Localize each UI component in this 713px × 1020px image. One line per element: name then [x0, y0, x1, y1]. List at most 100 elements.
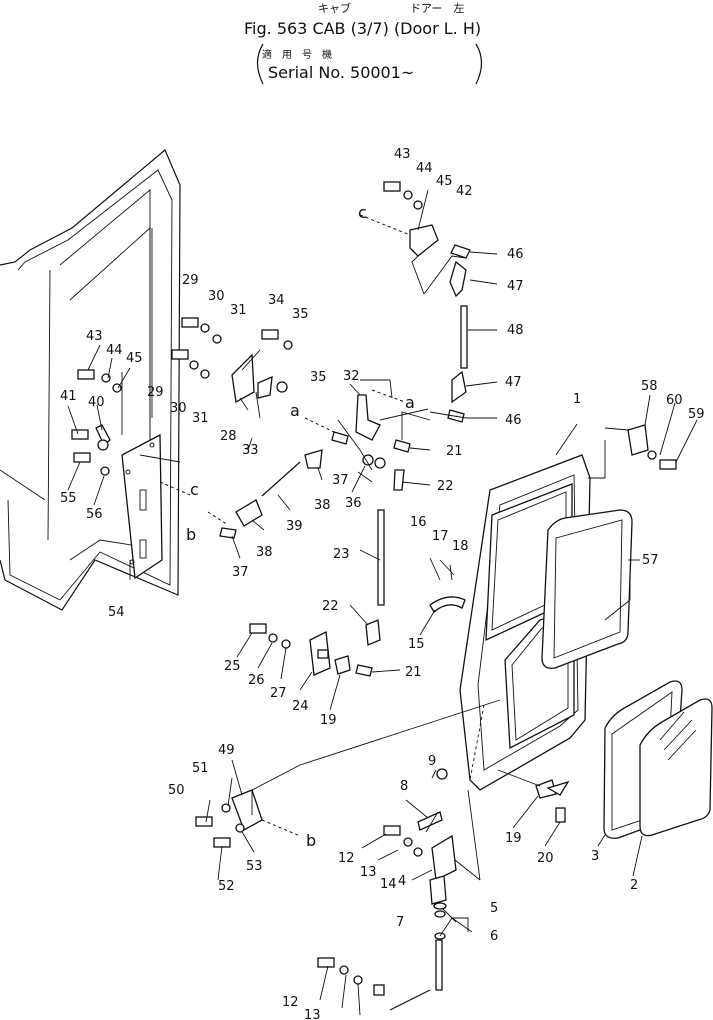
window-57	[541, 509, 633, 669]
callout-37a: 37	[332, 473, 349, 488]
callout-44a: 44	[416, 161, 433, 176]
callout-14: 14	[380, 877, 397, 892]
callout-21a: 21	[446, 444, 463, 459]
callout-57: 57	[642, 553, 659, 568]
callout-35a: 35	[292, 307, 309, 322]
callout-26: 26	[248, 673, 265, 688]
callout-21b: 21	[405, 665, 422, 680]
callout-54: 54	[108, 605, 125, 620]
callout-2: 2	[630, 878, 638, 893]
part-callouts: 1 2 3 4 5 6 7 8 9 12 13 14 15 16 17 18 1…	[60, 147, 705, 1020]
callout-37b: 37	[232, 565, 249, 580]
callout-12a: 12	[338, 851, 355, 866]
callout-22a: 22	[437, 479, 454, 494]
callout-40: 40	[88, 395, 105, 410]
callout-16: 16	[410, 515, 427, 530]
callout-39: 39	[286, 519, 303, 534]
callout-43a: 43	[394, 147, 411, 162]
callout-29a: 29	[182, 273, 199, 288]
callout-23: 23	[333, 547, 350, 562]
callout-46a: 46	[507, 247, 524, 262]
window-2	[639, 698, 713, 837]
callout-47b: 47	[505, 375, 522, 390]
callout-30a: 30	[208, 289, 225, 304]
ref-arrows	[159, 214, 411, 837]
hinge-plate-54	[121, 433, 163, 580]
callout-25: 25	[224, 659, 241, 674]
cab-body	[0, 149, 181, 611]
callout-42: 42	[456, 184, 473, 199]
callout-12b: 12	[282, 995, 299, 1010]
callout-17: 17	[432, 529, 449, 544]
ref-c-left: c	[190, 480, 199, 499]
callout-22b: 22	[322, 599, 339, 614]
callout-45b: 45	[126, 351, 143, 366]
callout-32: 32	[343, 369, 360, 384]
figure-title: Fig. 563 CAB (3/7) (Door L. H)	[244, 19, 481, 38]
callout-5: 5	[490, 901, 498, 916]
callout-50: 50	[168, 783, 185, 798]
callout-43b: 43	[86, 329, 103, 344]
callout-29b: 29	[147, 385, 164, 400]
callout-31a: 31	[230, 303, 247, 318]
header-jp-door: ドアー 左	[410, 2, 464, 15]
header-jp-cab: キャブ	[318, 1, 351, 15]
leader-lines	[67, 189, 698, 1016]
callout-6: 6	[490, 929, 498, 944]
callout-38b: 38	[256, 545, 273, 560]
callout-60: 60	[666, 393, 683, 408]
callout-45a: 45	[436, 174, 453, 189]
callout-1: 1	[573, 392, 581, 407]
upper-middle-fasteners	[171, 317, 293, 404]
callout-8: 8	[400, 779, 408, 794]
callout-56: 56	[86, 507, 103, 522]
upper-latch	[383, 181, 471, 423]
callout-4: 4	[398, 874, 406, 889]
callout-19a: 19	[320, 713, 337, 728]
callout-59: 59	[688, 407, 705, 422]
ref-a-left: a	[290, 401, 300, 420]
left-fasteners	[71, 369, 122, 476]
callout-20: 20	[537, 851, 554, 866]
callout-18: 18	[452, 539, 469, 554]
ref-c-top: c	[358, 203, 367, 222]
callout-28: 28	[220, 429, 237, 444]
callout-27: 27	[270, 686, 287, 701]
callout-31b: 31	[192, 411, 209, 426]
callout-44b: 44	[106, 343, 123, 358]
callout-9: 9	[428, 754, 436, 769]
lower-hardware	[317, 768, 570, 1011]
callout-58: 58	[641, 379, 658, 394]
callout-55: 55	[60, 491, 77, 506]
callout-3: 3	[591, 849, 599, 864]
callout-53: 53	[246, 859, 263, 874]
ref-a-right: a	[405, 393, 415, 412]
right-paren	[475, 43, 483, 85]
ref-b-left: b	[186, 525, 196, 544]
callout-47a: 47	[507, 279, 524, 294]
callout-19b: 19	[505, 831, 522, 846]
callout-52: 52	[218, 879, 235, 894]
ref-b-lower: b	[306, 831, 316, 850]
serial-number: Serial No. 50001~	[268, 63, 414, 82]
callout-49: 49	[218, 743, 235, 758]
callout-7: 7	[396, 915, 404, 930]
diagram-header: キャブ ドアー 左 Fig. 563 CAB (3/7) (Door L. H)…	[244, 1, 483, 85]
callout-13a: 13	[360, 865, 377, 880]
left-paren	[256, 43, 264, 85]
callout-34: 34	[268, 293, 285, 308]
callout-15: 15	[408, 637, 425, 652]
bracket-58	[627, 424, 677, 470]
callout-35b: 35	[310, 370, 327, 385]
callout-24: 24	[292, 699, 309, 714]
callout-51: 51	[192, 761, 209, 776]
callout-38a: 38	[314, 498, 331, 513]
callout-36: 36	[345, 496, 362, 511]
callout-30b: 30	[170, 401, 187, 416]
lower-middle-latch	[249, 623, 351, 676]
mid-linkage	[219, 394, 466, 677]
callout-48: 48	[507, 323, 524, 338]
callout-33: 33	[242, 443, 259, 458]
callout-41: 41	[60, 389, 77, 404]
